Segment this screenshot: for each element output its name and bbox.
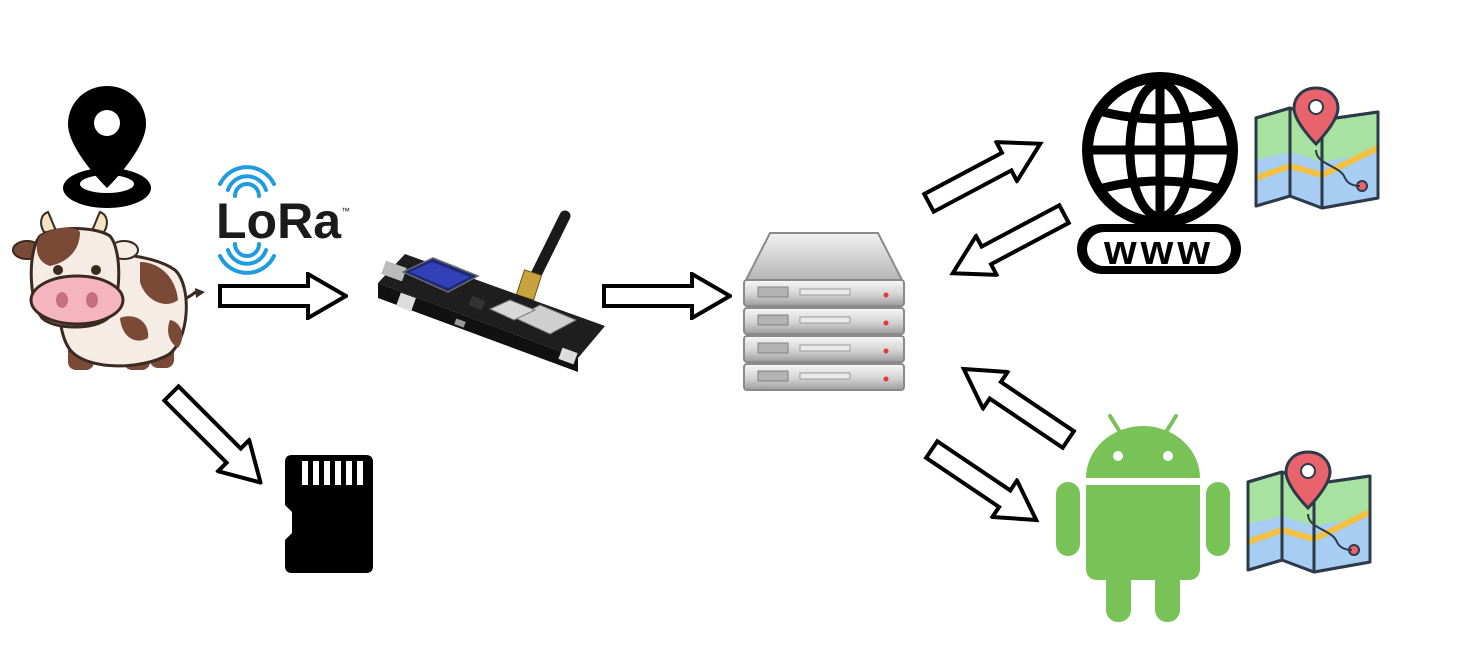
sd-card-icon	[285, 455, 373, 573]
server-icon	[743, 232, 905, 391]
cow-icon	[12, 210, 205, 370]
arrow-cow-to-board	[218, 272, 348, 320]
ttgo-tbeam-board-icon	[378, 210, 605, 372]
location-pin-icon	[63, 86, 151, 208]
map-icon	[1246, 450, 1372, 574]
map-icon	[1254, 86, 1380, 210]
lora-logo-text: LoRa	[216, 193, 342, 249]
www-label: www	[1103, 226, 1214, 273]
arrow-android-to-server	[952, 351, 1081, 458]
arrow-cow-to-sd-card	[156, 378, 276, 498]
arrow-server-to-web	[919, 124, 1051, 222]
arrow-web-to-server	[942, 195, 1074, 293]
lora-trademark: ™	[341, 206, 350, 216]
globe-www-icon: www	[1077, 72, 1241, 274]
arrow-server-to-android	[919, 431, 1048, 538]
lora-logo: LoRa ™	[216, 165, 350, 275]
arrow-board-to-server	[602, 272, 732, 320]
android-icon	[1056, 414, 1230, 622]
